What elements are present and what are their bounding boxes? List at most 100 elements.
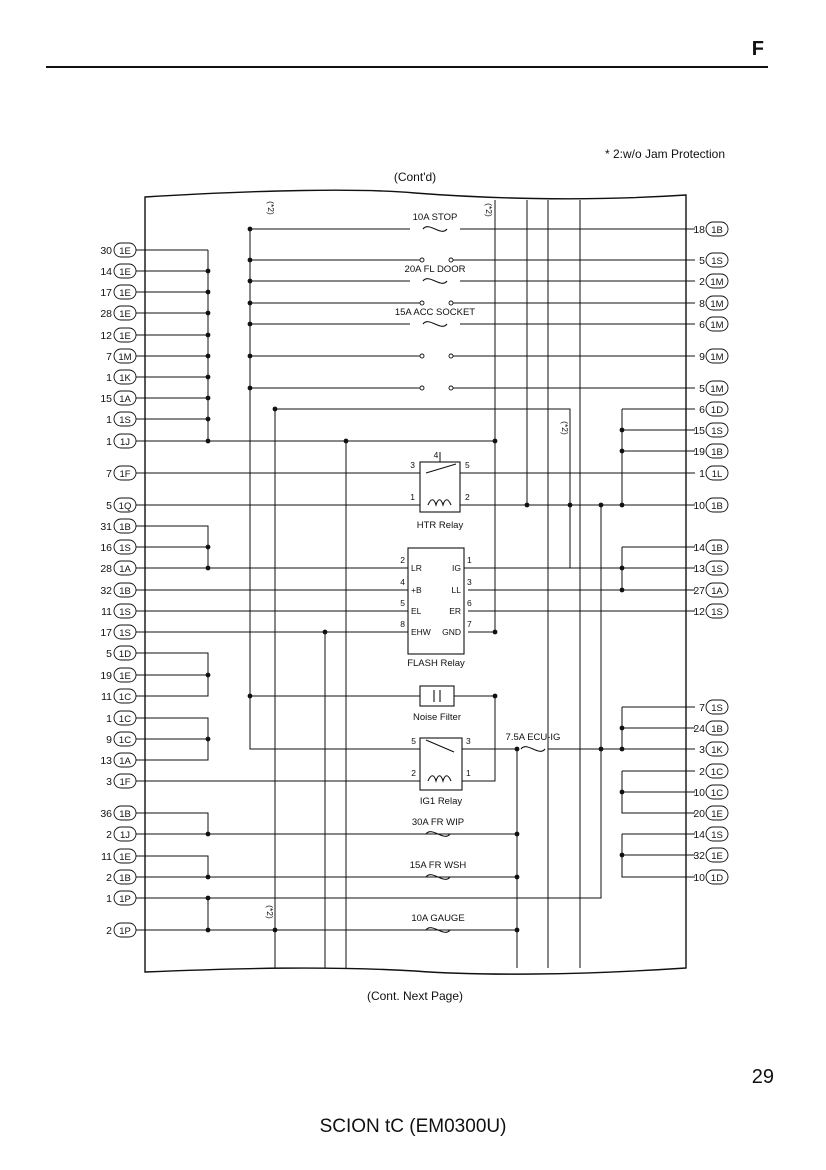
flash-term-left: LR (411, 563, 422, 573)
junction-dot (598, 746, 604, 752)
wire (136, 855, 209, 878)
junction-dot (205, 268, 211, 274)
junction-dot (205, 672, 211, 678)
fuse-fr-wip-symbol (425, 831, 451, 837)
junction-dot (247, 693, 253, 699)
right-connector-bubble (705, 699, 729, 715)
right-connector-bubble (705, 763, 729, 779)
right-connector-bubble (705, 784, 729, 800)
right-pin-number: 5 (699, 255, 705, 267)
left-connector-id: 1B (119, 586, 131, 597)
ig1-pin-1: 1 (466, 768, 471, 778)
left-pin-number: 5 (106, 500, 112, 512)
right-connector-bubble (705, 465, 729, 481)
right-pin-number: 5 (699, 383, 705, 395)
left-connector-bubble (113, 688, 137, 704)
left-connector-id: 1S (119, 607, 131, 618)
ig1-relay-box (419, 737, 463, 791)
left-connector-bubble (113, 497, 137, 513)
junction-dot (247, 353, 253, 359)
right-connector-bubble (705, 273, 729, 289)
right-connector-id: 1S (711, 703, 723, 714)
junction-dot (247, 226, 253, 232)
left-connector-bubble (113, 752, 137, 768)
contact-terminal (419, 353, 425, 359)
left-pin-number: 9 (106, 734, 112, 746)
right-pin-number: 18 (693, 224, 705, 236)
junction-dot (247, 278, 253, 284)
flash-term-left: EL (411, 606, 422, 616)
ig1-pin-3: 3 (466, 736, 471, 746)
junction-dot (492, 629, 498, 635)
left-connector-id: 1J (120, 437, 130, 448)
fuse-acc-socket-label: 15A ACC SOCKET (395, 307, 475, 318)
left-connector-bubble (113, 582, 137, 598)
junction-dot (205, 874, 211, 880)
wire (621, 834, 695, 878)
left-connector-bubble (113, 848, 137, 864)
junction-dot (205, 310, 211, 316)
flash-pin-right: 1 (467, 555, 472, 565)
junction-dot (492, 693, 498, 699)
junction-dot (247, 385, 253, 391)
right-connector-id: 1C (711, 788, 723, 799)
fuse-stop-symbol (422, 226, 448, 232)
right-pin-number: 12 (693, 606, 705, 618)
left-pin-number: 15 (100, 393, 112, 405)
left-connector-id: 1S (119, 415, 131, 426)
left-connector-id: 1E (119, 671, 131, 682)
junction-dot (619, 789, 625, 795)
cont-top-text: (Cont'd) (394, 170, 436, 184)
fuse-gauge-label: 10A GAUGE (411, 913, 464, 924)
junction-dot (524, 502, 530, 508)
left-pin-number: 17 (100, 287, 112, 299)
fuse-fr-wsh-label: 15A FR WSH (410, 860, 467, 871)
contact-terminal (448, 300, 454, 306)
left-pin-number: 16 (100, 542, 112, 554)
junction-dot (322, 629, 328, 635)
junction-dot (205, 927, 211, 933)
junction-dot (205, 895, 211, 901)
flash-pin-left: 8 (400, 619, 405, 629)
noise-filter-label: Noise Filter (413, 712, 461, 723)
right-connector-id: 1S (711, 564, 723, 575)
right-connector-id: 1L (712, 469, 723, 480)
left-connector-bubble (113, 710, 137, 726)
right-connector-id: 1B (711, 543, 723, 554)
marker-jam-1: (*2) (266, 201, 276, 215)
noise-filter-box (419, 685, 455, 707)
right-connector-id: 1D (711, 873, 723, 884)
right-pin-number: 10 (693, 500, 705, 512)
right-pin-number: 2 (699, 766, 705, 778)
left-connector-bubble (113, 539, 137, 555)
junction-dot (205, 374, 211, 380)
marker-jam-3: (*2) (560, 421, 570, 435)
left-pin-number: 11 (101, 691, 112, 703)
right-pin-number: 2 (699, 276, 705, 288)
junction-dot (514, 874, 520, 880)
fuse-fl-door-label: 20A FL DOOR (405, 264, 466, 275)
flash-term-right: LL (452, 585, 462, 595)
left-pin-number: 19 (100, 670, 112, 682)
left-connector-id: 1B (119, 873, 131, 884)
right-connector-bubble (705, 603, 729, 619)
right-connector-bubble (705, 497, 729, 513)
right-pin-number: 7 (699, 702, 705, 714)
junction-dot (619, 502, 625, 508)
htr-pin-2: 2 (465, 492, 470, 502)
left-connector-bubble (113, 890, 137, 906)
junction-dot (619, 587, 625, 593)
left-pin-number: 1 (106, 436, 112, 448)
right-connector-bubble (705, 720, 729, 736)
right-connector-bubble (705, 582, 729, 598)
right-pin-number: 13 (693, 563, 705, 575)
right-pin-number: 32 (693, 850, 705, 862)
right-pin-number: 14 (693, 829, 705, 841)
htr-pin-1: 1 (410, 492, 415, 502)
left-connector-id: 1C (119, 735, 131, 746)
left-connector-id: 1B (119, 809, 131, 820)
wire (249, 229, 420, 750)
left-connector-id: 1S (119, 628, 131, 639)
right-connector-id: 1B (711, 501, 723, 512)
flash-term-left: +B (411, 585, 422, 595)
